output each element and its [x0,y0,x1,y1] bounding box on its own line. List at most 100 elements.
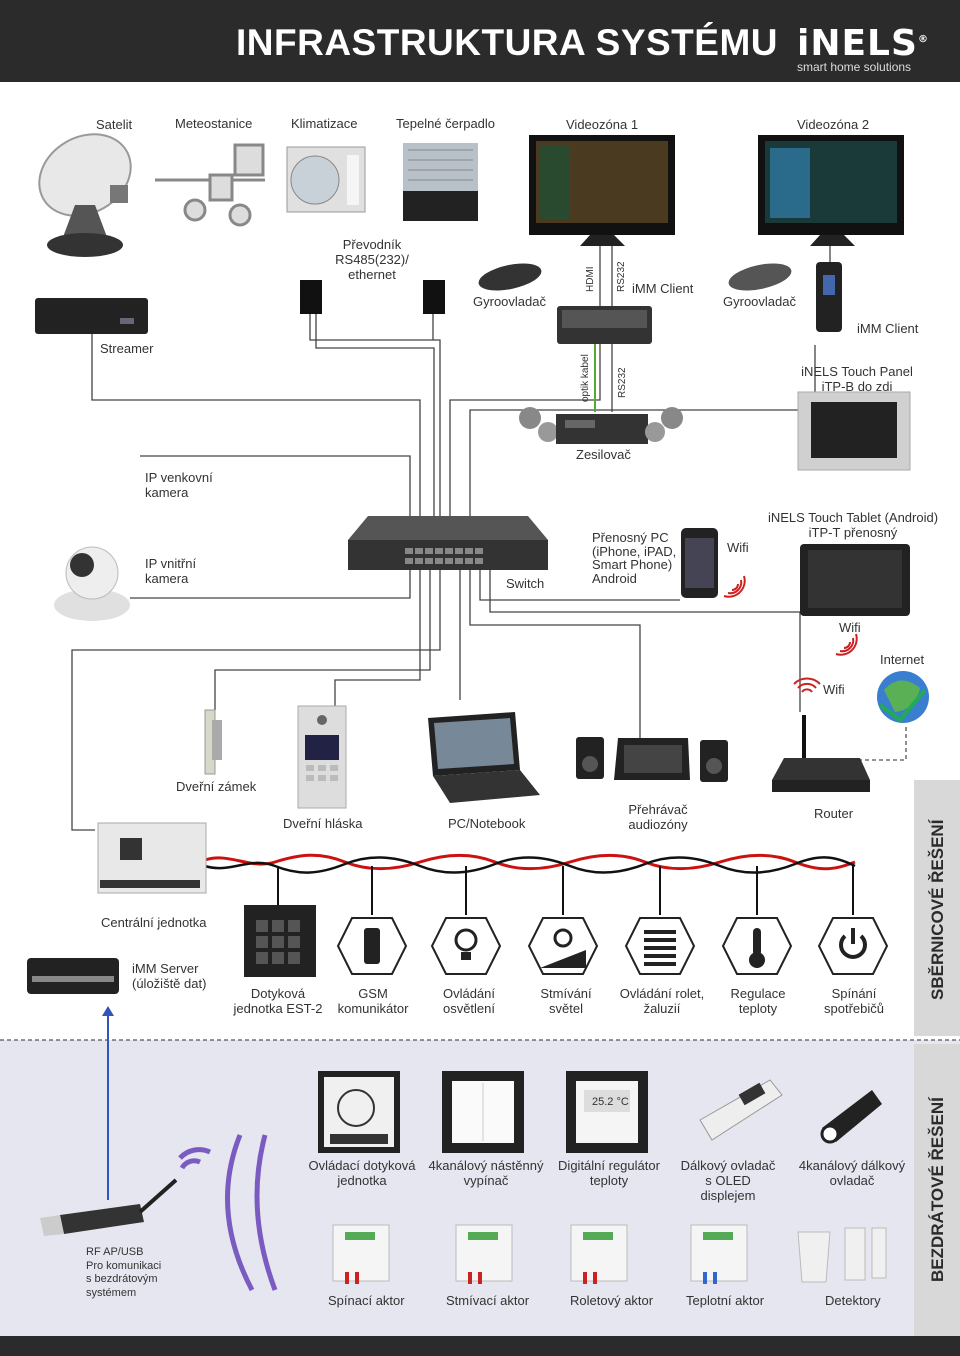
power-switching-icon [817,917,889,975]
detectors-icon [797,1227,887,1283]
label-touch-panel: iNELS Touch Panel iTP-B do zdi [801,364,913,394]
label-zesilovac: Zesilovač [576,447,631,462]
heat-pump-icon [403,143,478,221]
converter-2 [423,280,445,314]
label-rolety: Ovládání rolet, žaluzií [619,986,705,1016]
label-prenosny-pc: Přenosný PC (iPhone, iPAD, Smart Phone) … [592,530,677,586]
label-dotykova-jednotka: Dotyková jednotka EST-2 [233,986,323,1016]
label-rf-usb: RF AP/USB Pro komunikaci s bezdrátovým s… [86,1246,162,1299]
satellite-dish-icon [38,133,132,257]
label-centralni-jednotka: Centrální jednotka [101,915,207,930]
rf-usb-dongle-icon [40,1178,178,1236]
thermostat-display-value: 25.2 °C [592,1096,629,1108]
label-prehravac: Přehrávač audiozóny [628,802,688,832]
tablet-icon [800,544,910,616]
label-meteostanice: Meteostanice [175,116,253,131]
wall-switch-icon [442,1071,524,1153]
label-dverni-zamek: Dveřní zámek [176,779,257,794]
imm-client-tower [816,262,842,332]
amplifier-with-speakers [519,407,683,444]
label-touch-tablet: iNELS Touch Tablet (Android) iTP-T přeno… [767,510,939,540]
label-stmivani: Stmívání světel [540,986,592,1016]
label-pc-notebook: PC/Notebook [448,816,526,831]
touch-panel-wall [797,391,911,471]
label-switch: Switch [506,576,545,591]
label-klimatizace: Klimatizace [291,116,358,131]
header: INFRASTRUKTURA SYSTÉMU iNELS® smart home… [0,0,960,82]
wireless-touch-unit-icon [318,1071,400,1153]
weather-station-icon [155,143,265,227]
label-imm-server: iMM Server (úložiště dat) [132,961,207,991]
central-unit-icon [97,822,207,894]
blinds-actuator-icon [570,1224,628,1284]
label-dverni-hlaska: Dveřní hláska [283,816,363,831]
gyro-mouse-icon [728,263,792,291]
door-lock-icon [204,709,222,775]
switching-actuator-icon [332,1224,390,1284]
digital-thermostat-icon [566,1071,648,1153]
tv-zone-2 [758,135,904,246]
label-satelit: Satelit [96,117,133,132]
wifi-icon [793,677,821,693]
label-gyroovladac-2: Gyroovladač [723,294,796,309]
label-vypinac: 4kanálový nástěnný vypínač [428,1158,544,1188]
label-rs232-bottom: RS232 [617,367,628,398]
label-regulator: Digitální regulátor teploty [558,1158,660,1188]
bus-cable [204,853,856,915]
label-internet: Internet [880,652,925,667]
label-dalkovy-oled: Dálkový ovladač s OLED displejem [680,1158,776,1203]
wireless-side-strip [914,1044,960,1336]
label-stmivaci-aktor: Stmívací aktor [446,1293,530,1308]
label-wifi-1: Wifi [727,540,749,555]
lighting-control-icon [430,917,502,975]
label-videozona-1: Videozóna 1 [566,117,639,132]
logo-text: iNELS [797,23,918,64]
smartphone-icon [681,528,718,598]
bus-side-strip [914,780,960,1036]
laptop-icon [428,712,540,803]
label-optik-kabel: optik kabel [580,354,591,402]
logo-tagline: smart home solutions [797,60,912,74]
door-intercom-icon [297,705,347,809]
label-dalkovy-4k: 4kanálový dálkový ovladač [798,1158,906,1188]
label-regulace: Regulace teploty [730,986,786,1016]
label-wifi-2: Wifi [839,620,861,635]
gyro-mouse-icon [478,263,542,291]
label-ip-venkovni: IP venkovní kamera [145,470,213,500]
label-gsm: GSM komunikátor [337,986,409,1016]
label-ovladani-osvetleni: Ovládání osvětlení [442,986,496,1016]
keyfob-remote-icon [820,1090,882,1144]
label-imm-client-2: iMM Client [857,321,919,336]
label-router: Router [814,806,854,821]
network-switch [348,516,548,570]
label-streamer: Streamer [100,341,154,356]
air-conditioner-icon [286,146,366,213]
label-gyroovladac-1: Gyroovladač [473,294,546,309]
label-rs232-top: RS232 [616,261,627,292]
imm-server-icon [27,958,119,994]
label-imm-client-1: iMM Client [632,281,694,296]
radio-waves-icon [178,1134,278,1292]
dimming-actuator-icon [455,1224,513,1284]
router-icon [772,715,870,792]
footer-bar [0,1336,960,1356]
logo: iNELS® [797,22,929,62]
label-wifi-3: Wifi [823,682,845,697]
imm-client-box [557,306,652,344]
label-detektory: Detektory [825,1293,881,1308]
converter-1 [300,280,322,314]
label-spinani: Spínání spotřebičů [824,986,884,1016]
wifi-icon [835,633,858,656]
temperature-actuator-icon [690,1224,748,1284]
label-videozona-2: Videozóna 2 [797,117,870,132]
logo-registered: ® [917,34,929,45]
label-ovladaci-dotykova: Ovládací dotyková jednotka [308,1158,416,1188]
page-title: INFRASTRUKTURA SYSTÉMU [236,22,779,63]
tv-zone-1 [529,135,675,246]
label-roletovy-aktor: Roletový aktor [570,1293,654,1308]
ip-camera-icon [54,546,130,621]
label-spinaci-aktor: Spínací aktor [328,1293,405,1308]
streamer-device [35,298,148,334]
oled-remote-icon [699,1079,783,1141]
